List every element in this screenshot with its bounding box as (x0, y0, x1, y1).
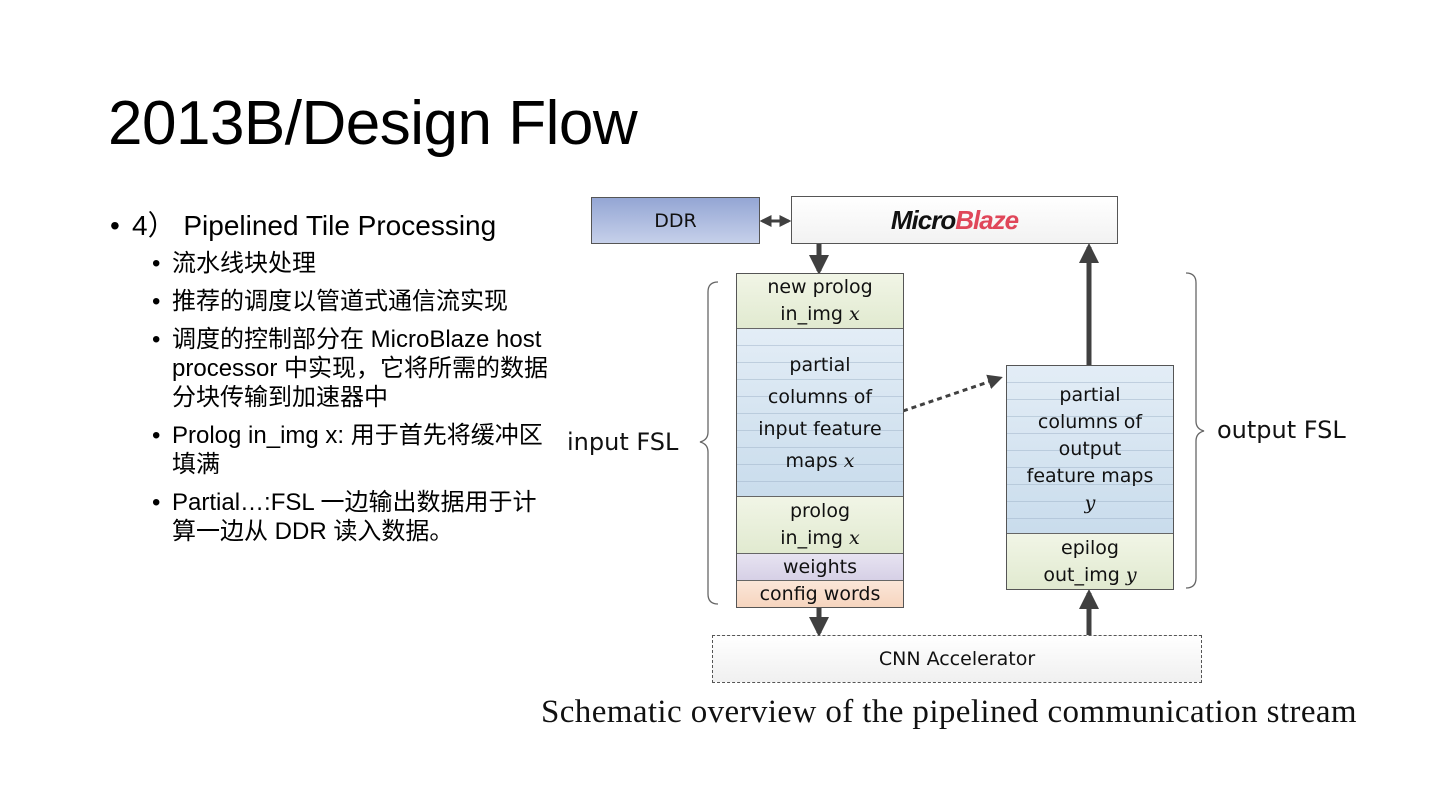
sub-bullet: • 推荐的调度以管道式通信流实现 (110, 287, 560, 316)
bullet-dot-icon: • (152, 422, 161, 449)
cell-partial-input: partial columns of input feature maps x (737, 329, 903, 497)
cell-epilog: epilog out_img y (1007, 534, 1173, 589)
cell-new-prolog: new prolog in_img x (737, 274, 903, 329)
cell-weights: weights (737, 554, 903, 581)
cell-config-words: config words (737, 581, 903, 607)
ddr-block: DDR (591, 197, 760, 244)
sub-bullet: • 流水线块处理 (110, 249, 560, 278)
diagram-caption: Schematic overview of the pipelined comm… (541, 694, 1357, 730)
bullet-dot-icon: • (152, 489, 161, 516)
output-fsl-stack: partial columns of output feature maps y… (1006, 365, 1174, 590)
output-fsl-brace (1185, 272, 1205, 589)
microblaze-block: MicroBlaze (791, 196, 1118, 244)
input-fsl-brace (699, 281, 719, 605)
sub-bullet-list: • 流水线块处理 • 推荐的调度以管道式通信流实现 • 调度的控制部分在 MicroB… (110, 249, 560, 546)
sub-bullet-text: 调度的控制部分在 MicroBlaze host processor 中实现，它… (172, 326, 549, 411)
cell-partial-output: partial columns of output feature maps y (1007, 366, 1173, 534)
partial-dotted-arrow (902, 374, 1003, 413)
slide-title: 2013B/Design Flow (108, 89, 638, 158)
bullet-dot-icon: • (152, 326, 161, 353)
bullet-dot-icon: • (152, 250, 161, 277)
sub-bullet-text: Partial…:FSL 一边输出数据用于计算一边从 DDR 读入数据。 (172, 489, 537, 545)
sub-bullet-text: Prolog in_img x: 用于首先将缓冲区填满 (172, 422, 543, 478)
input-fsl-stack: new prolog in_img x partial columns of i… (736, 273, 904, 608)
sub-bullet: • 调度的控制部分在 MicroBlaze host processor 中实现，… (110, 325, 560, 412)
input-fsl-label: input FSL (567, 428, 679, 456)
sub-bullet: • Prolog in_img x: 用于首先将缓冲区填满 (110, 421, 560, 479)
cnn-accelerator-block: CNN Accelerator (712, 635, 1202, 683)
output-fsl-label: output FSL (1217, 416, 1346, 444)
sub-bullet-text: 推荐的调度以管道式通信流实现 (172, 288, 508, 315)
sub-bullet-text: 流水线块处理 (172, 250, 316, 277)
microblaze-logo: MicroBlaze (890, 204, 1019, 235)
bullet-dot-icon: • (152, 288, 161, 315)
sub-bullet: • Partial…:FSL 一边输出数据用于计算一边从 DDR 读入数据。 (110, 488, 560, 546)
cell-prolog: prolog in_img x (737, 497, 903, 554)
bullet-list: 4） Pipelined Tile Processing • 流水线块处理 • 推荐… (110, 207, 560, 555)
bullet-main: 4） Pipelined Tile Processing (110, 207, 560, 245)
